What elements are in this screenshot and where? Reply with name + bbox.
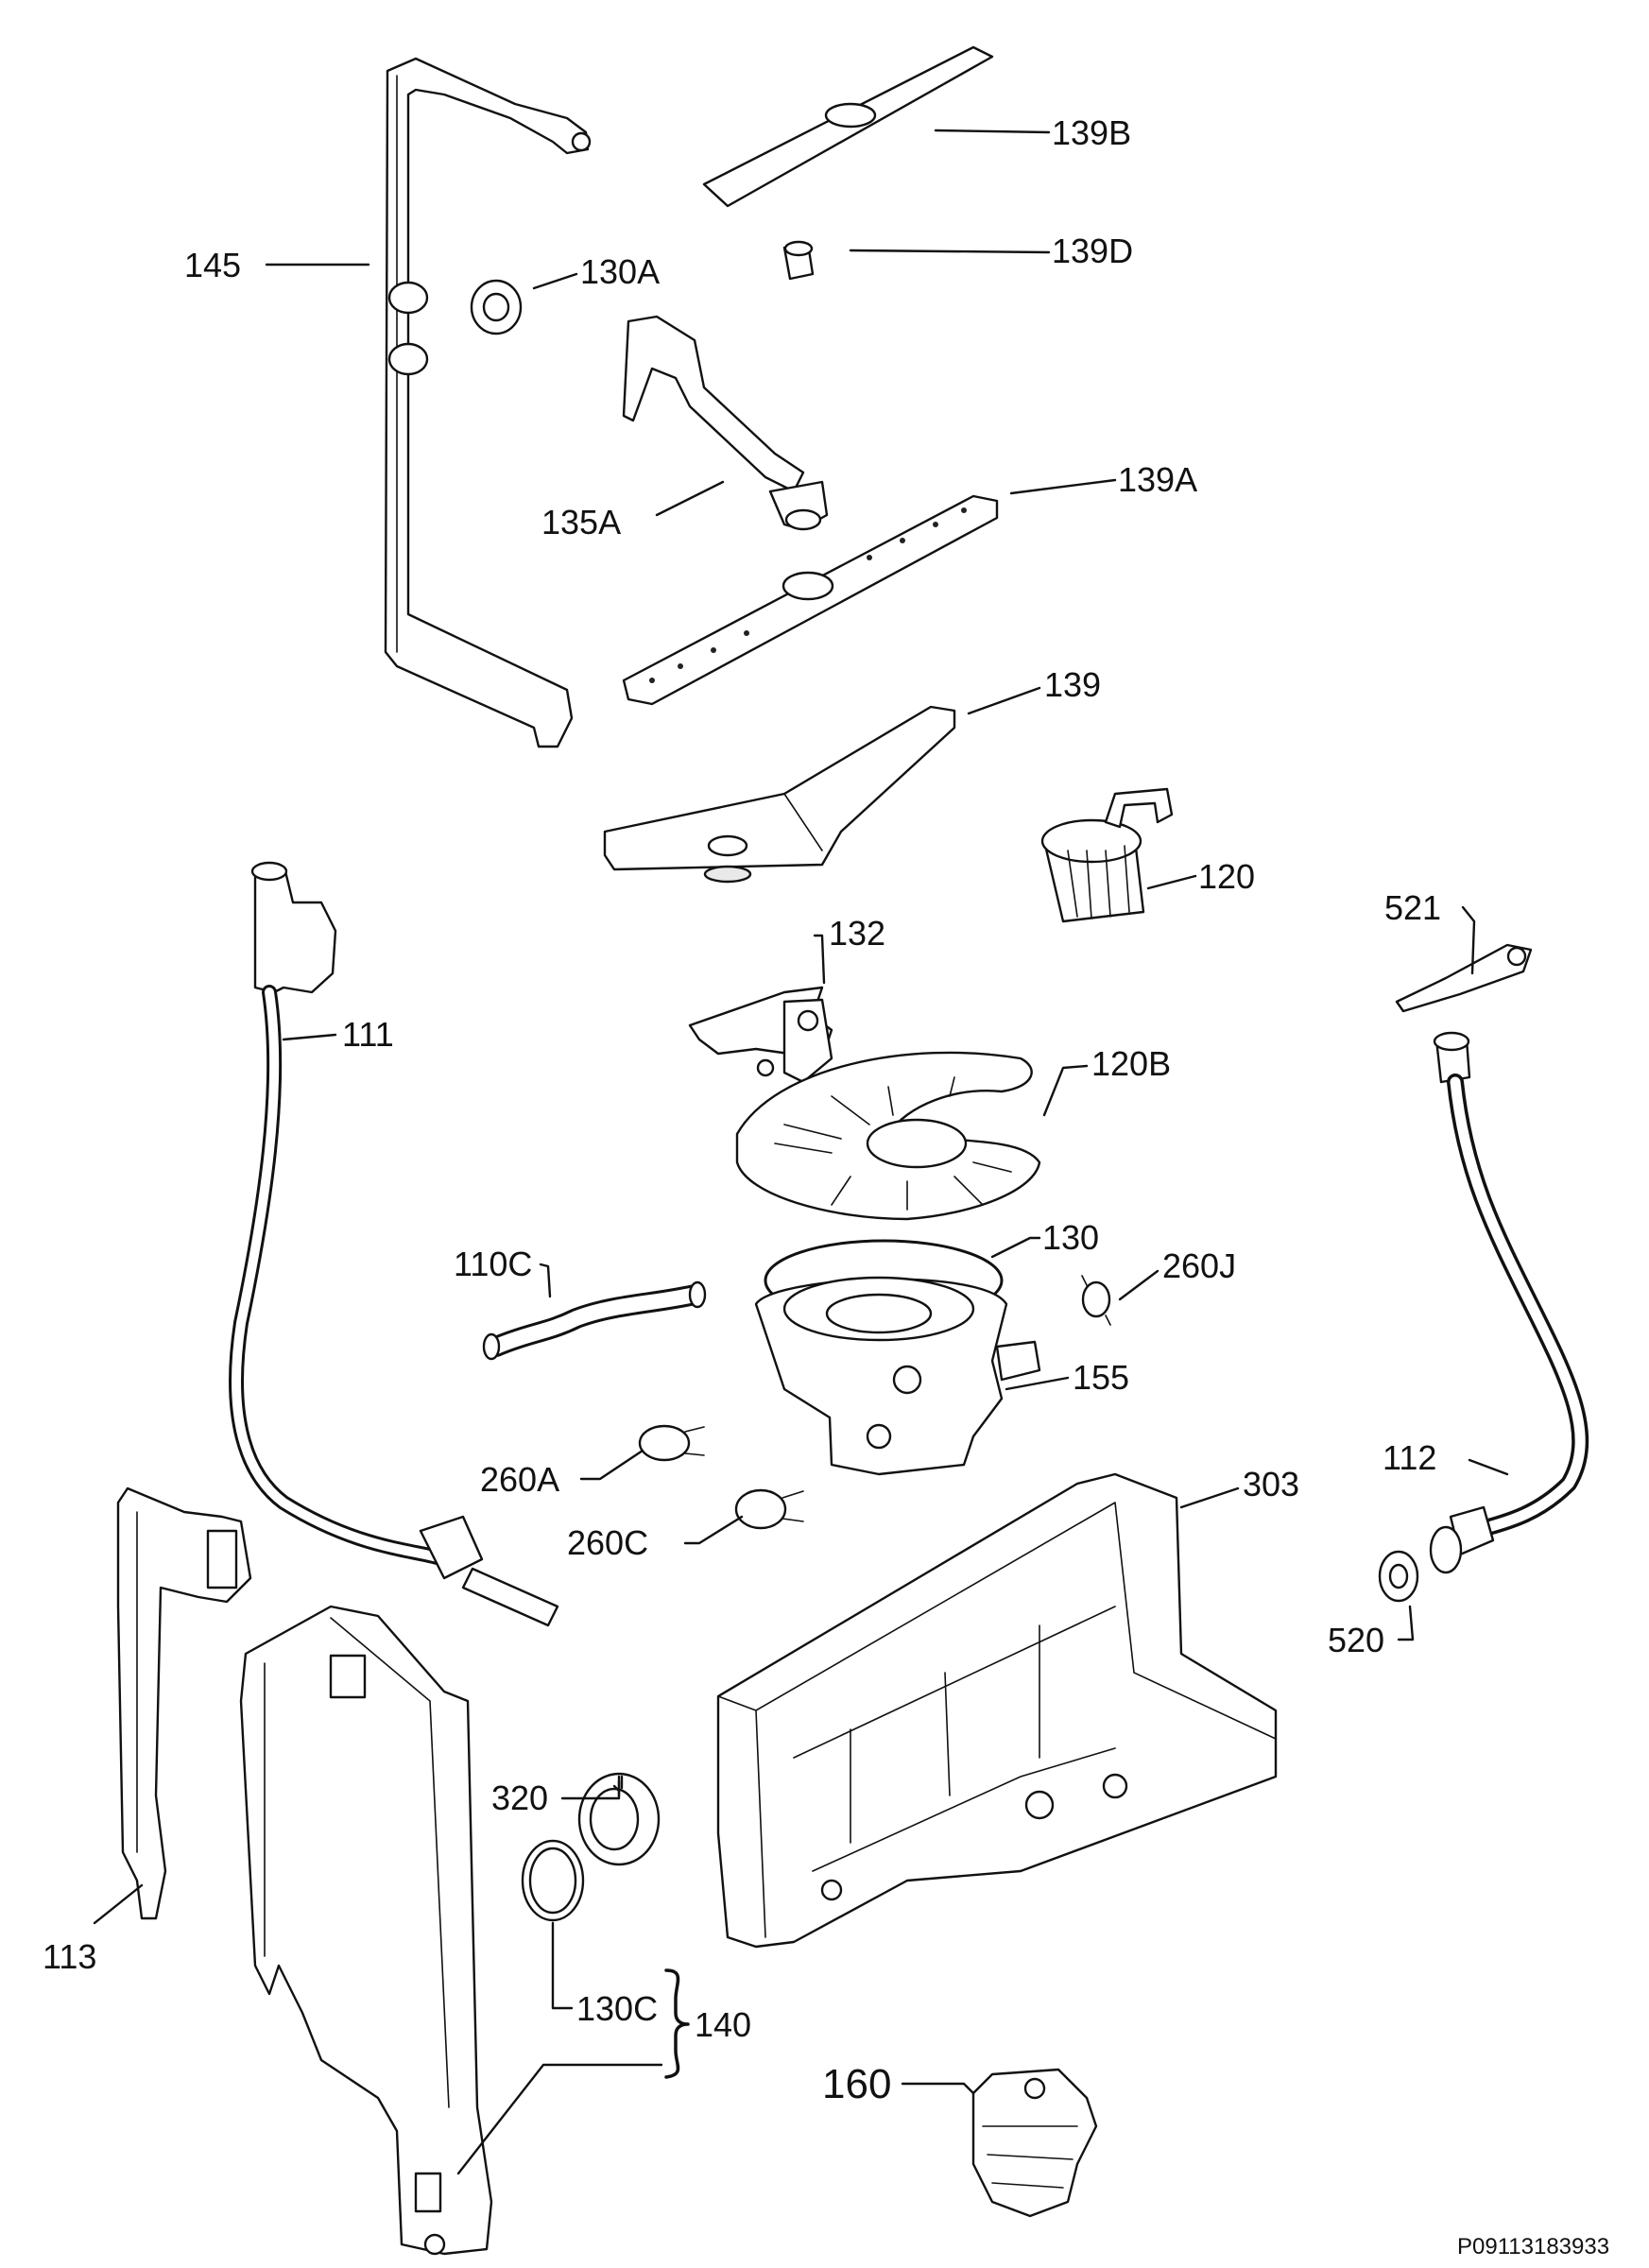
part-303-base-frame bbox=[716, 1472, 1278, 1949]
label-132: 132 bbox=[829, 914, 885, 953]
label-303: 303 bbox=[1243, 1465, 1299, 1503]
part-260J-clip bbox=[1081, 1275, 1111, 1326]
label-113: 113 bbox=[43, 1937, 96, 1976]
label-130: 130 bbox=[1042, 1218, 1099, 1257]
leader-113 bbox=[93, 1883, 144, 1925]
leader-260J bbox=[1118, 1269, 1159, 1301]
leader-130A bbox=[532, 272, 578, 290]
part-113-pipe bbox=[116, 1486, 252, 1920]
leader-260C bbox=[683, 1515, 744, 1545]
leader-140 bbox=[456, 2063, 663, 2175]
label-139: 139 bbox=[1044, 665, 1101, 704]
part-130A-seal bbox=[470, 279, 523, 335]
label-139A: 139A bbox=[1118, 460, 1197, 499]
label-130A: 130A bbox=[580, 252, 660, 291]
label-145: 145 bbox=[184, 246, 241, 284]
label-160: 160 bbox=[822, 2061, 891, 2107]
label-520: 520 bbox=[1328, 1621, 1384, 1659]
part-139-lower-spray-arm bbox=[603, 705, 956, 884]
label-111: 111 bbox=[342, 1015, 394, 1054]
leader-139B bbox=[934, 129, 1051, 134]
part-140-water-softener bbox=[239, 1605, 493, 2256]
leader-120 bbox=[1146, 874, 1197, 890]
part-260C-clamp bbox=[734, 1488, 804, 1530]
leader-132 bbox=[813, 934, 826, 985]
part-labels: 145 130A 139B 139D 135A 139A 139 120 521… bbox=[43, 113, 1609, 2259]
leader-lines bbox=[93, 129, 1509, 2175]
part-145-upper-spray-pipe bbox=[384, 57, 592, 748]
leader-110C bbox=[539, 1263, 552, 1298]
leader-139 bbox=[967, 686, 1041, 715]
part-130C-seal bbox=[521, 1839, 585, 1922]
part-120-filter bbox=[1040, 787, 1174, 923]
leader-303 bbox=[1179, 1486, 1240, 1509]
label-521: 521 bbox=[1384, 888, 1441, 927]
leader-320b bbox=[560, 1775, 624, 1800]
part-155-sump bbox=[754, 1276, 1041, 1476]
part-132-valve-bracket bbox=[688, 986, 833, 1084]
label-260A: 260A bbox=[480, 1460, 559, 1499]
part-520-nut bbox=[1378, 1550, 1419, 1603]
part-521-bracket bbox=[1395, 943, 1533, 1013]
label-139D: 139D bbox=[1052, 232, 1133, 270]
leader-135A bbox=[655, 480, 725, 517]
label-135A: 135A bbox=[541, 503, 621, 541]
leader-130 bbox=[990, 1236, 1041, 1259]
label-139B: 139B bbox=[1052, 113, 1131, 152]
leader-260A bbox=[579, 1449, 644, 1481]
label-120: 120 bbox=[1198, 857, 1255, 896]
part-112-inlet-hose bbox=[1429, 1031, 1589, 1574]
part-160-pump bbox=[971, 2068, 1098, 2218]
leader-111 bbox=[282, 1033, 337, 1041]
leader-120B bbox=[1042, 1064, 1089, 1117]
leader-112 bbox=[1468, 1458, 1509, 1476]
part-110C-hose bbox=[482, 1280, 707, 1361]
leader-160 bbox=[901, 2082, 975, 2095]
brace-140 bbox=[664, 1968, 690, 2079]
label-112: 112 bbox=[1383, 1438, 1436, 1477]
label-320: 320 bbox=[491, 1778, 548, 1817]
part-139B-upper-spray-arm bbox=[702, 45, 994, 208]
leader-139A bbox=[1009, 478, 1117, 495]
leader-520 bbox=[1397, 1605, 1415, 1641]
part-260A-clamp bbox=[638, 1424, 705, 1462]
label-260J: 260J bbox=[1162, 1246, 1236, 1285]
leader-521 bbox=[1461, 905, 1476, 975]
label-140: 140 bbox=[695, 2005, 751, 2044]
label-120B: 120B bbox=[1091, 1044, 1171, 1083]
leader-130C bbox=[551, 1921, 574, 2010]
part-139A-middle-spray-arm bbox=[622, 494, 999, 706]
part-139D-nut bbox=[782, 240, 815, 281]
leader-155 bbox=[1005, 1376, 1070, 1391]
label-130C: 130C bbox=[576, 1989, 658, 2028]
part-135A-spray-arm-support bbox=[622, 315, 829, 531]
label-110C: 110C bbox=[454, 1245, 532, 1283]
label-260C: 260C bbox=[567, 1523, 648, 1562]
label-155: 155 bbox=[1073, 1358, 1129, 1397]
part-120B-microfilter bbox=[735, 1051, 1041, 1221]
part-320-ring bbox=[577, 1772, 661, 1866]
part-111-drain-hose bbox=[229, 861, 559, 1627]
leader-139D bbox=[849, 249, 1051, 254]
diagram-code: P09113183933 bbox=[1457, 2234, 1609, 2259]
